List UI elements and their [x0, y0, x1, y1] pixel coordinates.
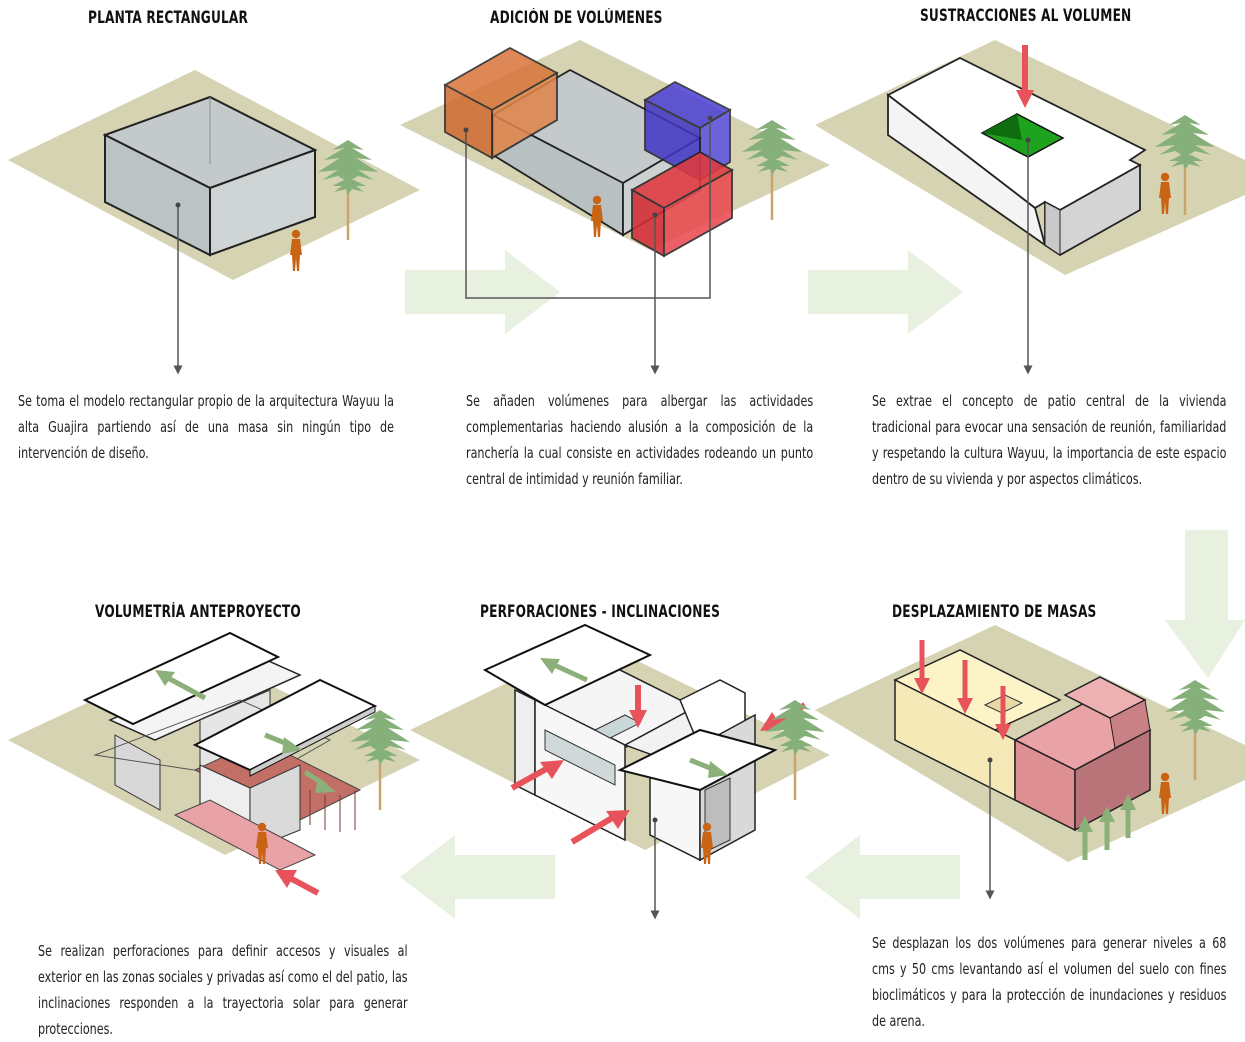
- flow-arrow-down: [1165, 530, 1245, 678]
- panel-title: PERFORACIONES - INCLINACIONES: [480, 602, 721, 621]
- arrow-icon: [155, 670, 175, 686]
- panel-perforaciones-inclinaciones: [410, 623, 830, 920]
- arrow-icon: [708, 761, 728, 778]
- arrow-icon: [282, 737, 302, 754]
- arrow-icon: [275, 870, 297, 888]
- arrow-icon: [540, 760, 564, 779]
- arrow-icon: [315, 777, 336, 793]
- arrow-icon: [1077, 816, 1093, 832]
- panel-title: PLANTA RECTANGULAR: [88, 8, 249, 27]
- arrow-icon: [540, 658, 560, 674]
- panel-title: ADICIÓN DE VOLÚMENES: [490, 8, 663, 27]
- flow-arrow-right-1: [405, 250, 560, 334]
- panel-description: Se desplazan los dos volúmenes para gene…: [872, 934, 1227, 1030]
- panel-title: VOLUMETRÍA ANTEPROYECTO: [95, 602, 301, 621]
- arrow-icon: [606, 810, 630, 829]
- panel-volumetria-anteproyecto: [8, 631, 420, 896]
- arrow-icon: [629, 710, 647, 728]
- house-model: [82, 631, 378, 871]
- panel-title: DESPLAZAMIENTO DE MASAS: [892, 602, 1097, 621]
- panel-description: Se añaden volúmenes para albergar las ac…: [466, 392, 814, 488]
- panel-sustracciones-al-volumen: [815, 40, 1245, 375]
- flow-arrow-right-2: [808, 250, 963, 334]
- pink-mass: [1013, 676, 1152, 832]
- flow-arrows: [400, 250, 1245, 919]
- panel-adicion-de-volumenes: [400, 40, 830, 375]
- perforated-mass: [482, 623, 778, 862]
- panel-title: SUSTRACCIONES AL VOLUMEN: [920, 6, 1132, 25]
- orange-volume: [443, 46, 559, 160]
- panel-description: Se realizan perforaciones para definir a…: [38, 942, 408, 1038]
- yellow-mass: [893, 649, 1062, 802]
- panel-planta-rectangular: [8, 70, 420, 375]
- panel-description: Se toma el modelo rectangular propio de …: [18, 392, 394, 462]
- panel-description: Se extrae el concepto de patio central d…: [872, 392, 1227, 488]
- arrow-down-icon: [1016, 90, 1034, 108]
- arrow-icon: [914, 678, 930, 694]
- flow-arrow-left-2: [400, 835, 555, 919]
- arrow-icon: [957, 698, 973, 714]
- panel-desplazamiento-de-masas: [815, 625, 1245, 900]
- arrow-icon: [1120, 794, 1136, 810]
- flow-arrow-left-1: [805, 835, 960, 919]
- rect-mass: [102, 95, 318, 257]
- white-mass: [886, 56, 1147, 257]
- arrow-icon: [995, 724, 1011, 740]
- red-volume: [630, 150, 734, 258]
- arrow-icon: [1099, 806, 1115, 822]
